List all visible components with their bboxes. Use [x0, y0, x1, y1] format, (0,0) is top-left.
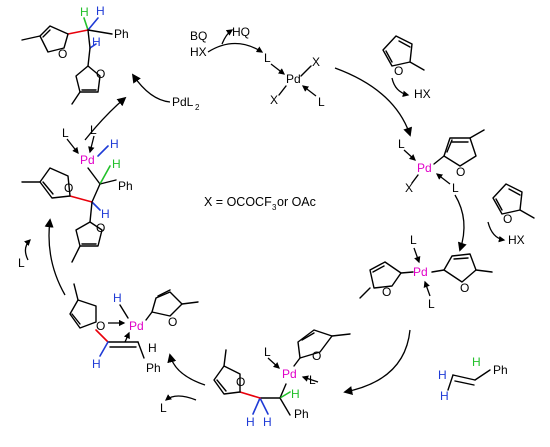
svg-text:H: H [92, 357, 101, 371]
svg-text:O: O [96, 319, 105, 333]
pd-furyl-x-complex: Pd L X L O [398, 129, 485, 195]
svg-text:H: H [113, 291, 122, 305]
svg-text:O: O [236, 375, 245, 389]
hx-right2-label: HX [508, 233, 525, 247]
pd-hydride-alkene-complex: Pd H O O Ph H H [69, 283, 199, 375]
svg-text:Pd: Pd [417, 161, 432, 175]
svg-text:H: H [438, 368, 447, 382]
svg-text:L: L [264, 51, 271, 65]
svg-text:O: O [96, 221, 105, 235]
svg-text:L: L [410, 233, 417, 247]
svg-text:H: H [148, 341, 157, 355]
svg-text:L: L [90, 123, 97, 137]
bq-label: BQ [190, 29, 207, 43]
svg-text:L: L [318, 95, 325, 109]
svg-text:H: H [112, 157, 121, 171]
cycle-arrows [44, 67, 467, 396]
svg-text:O: O [456, 165, 465, 179]
svg-text:Pd: Pd [282, 367, 297, 381]
svg-text:O: O [96, 67, 105, 81]
svg-text:L: L [18, 256, 25, 270]
x-definition-legend: X = OCOCF 3 or OAc [204, 195, 316, 212]
svg-text:O: O [312, 349, 321, 363]
pd-l2x2-complex: Pd L X X L [264, 51, 325, 109]
svg-text:Ph: Ph [114, 27, 129, 41]
svg-text:L: L [62, 126, 69, 140]
svg-text:H: H [263, 415, 272, 429]
pd-bisfuryl-complex: Pd L L O O [359, 233, 493, 311]
svg-text:H: H [440, 389, 449, 403]
svg-text:H: H [246, 415, 255, 429]
svg-text:H: H [92, 35, 101, 49]
styrene-reagent: Ph H H H [438, 355, 508, 403]
svg-text:L: L [398, 137, 405, 151]
svg-text:O: O [58, 47, 67, 61]
svg-text:X: X [270, 93, 278, 107]
svg-text:or OAc: or OAc [277, 195, 316, 209]
svg-text:Ph: Ph [493, 363, 508, 377]
hx-top-label: HX [190, 45, 207, 59]
svg-text:O: O [382, 285, 391, 299]
svg-text:Ph: Ph [294, 407, 309, 421]
hq-label: HQ [232, 25, 250, 39]
alkyl-pd-intermediate: Pd L L O Ph H H H O [213, 329, 351, 429]
svg-text:H: H [80, 5, 89, 19]
svg-text:H: H [110, 137, 119, 151]
svg-text:H: H [472, 355, 481, 369]
hx-right-label: HX [414, 87, 431, 101]
svg-text:H: H [96, 4, 105, 18]
svg-text:O: O [394, 64, 403, 78]
svg-text:L: L [160, 401, 167, 415]
svg-text:Ph: Ph [146, 361, 161, 375]
svg-text:Pd: Pd [80, 153, 95, 167]
svg-text:Ph: Ph [118, 179, 133, 193]
reoxidation-step: BQ HX HQ [190, 25, 264, 59]
methylfuran-reagent-2: O [492, 183, 535, 226]
svg-text:O: O [64, 181, 73, 195]
pd-hydride-alkyl-complex: Pd L L H Ph H H O O [21, 123, 133, 263]
methylfuran-reagent-1: O [382, 35, 425, 78]
svg-text:3: 3 [272, 203, 277, 212]
svg-text:H: H [291, 387, 300, 401]
ligand-release: L L [18, 239, 197, 415]
svg-text:H: H [101, 207, 110, 221]
svg-text:Pd: Pd [286, 72, 301, 86]
svg-text:O: O [168, 315, 177, 329]
svg-text:O: O [460, 281, 469, 295]
svg-text:Pd: Pd [413, 265, 428, 279]
svg-text:PdL: PdL [172, 95, 194, 109]
svg-text:Pd: Pd [129, 319, 144, 333]
hydroarylation-product: H H H Ph O O [21, 4, 129, 105]
svg-text:L: L [428, 297, 435, 311]
svg-text:X: X [312, 55, 320, 69]
svg-text:2: 2 [195, 103, 200, 112]
svg-text:L: L [452, 181, 459, 195]
svg-text:O: O [503, 212, 512, 226]
svg-text:X: X [405, 181, 413, 195]
pdl2-label: PdL 2 [172, 95, 200, 112]
svg-text:X = OCOCF: X = OCOCF [204, 195, 272, 209]
svg-text:L: L [264, 345, 271, 359]
